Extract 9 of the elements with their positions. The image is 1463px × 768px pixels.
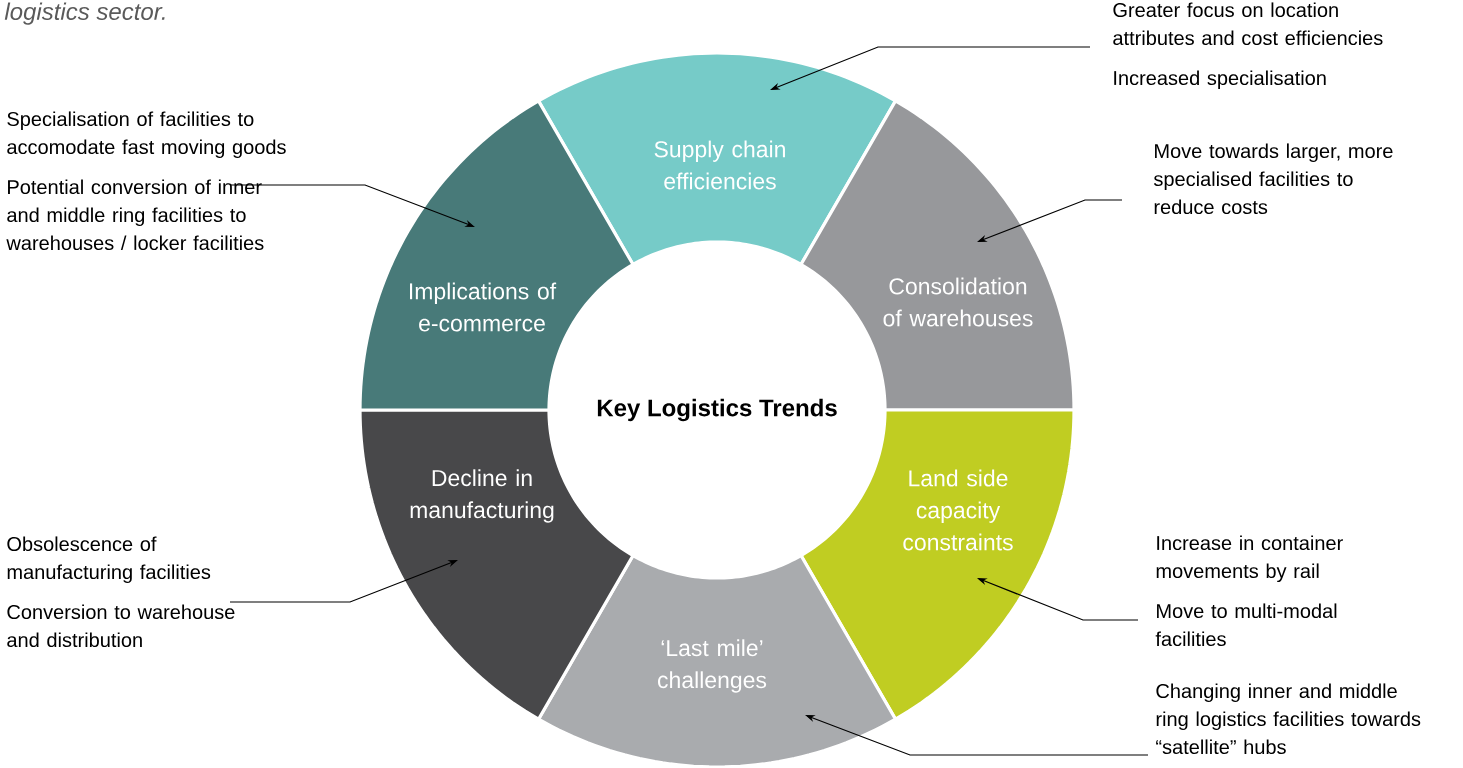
ring-segment: Supply chain efficiencies	[536, 51, 898, 267]
annotation-text: Increase in container movements by rail Move to multi-modal facilities	[1155, 535, 1343, 647]
annotation-text: Changing inner and middle ring logistics facilities towards “satellite” hubs	[1156, 683, 1421, 755]
annotation-text: Specialisation of facilities to accomodate fast moving goods Potential conversion of inner and middle ring facilities to warehouses / locker facilities	[6, 111, 286, 251]
ring-segment: ‘Last mile’ challenges	[536, 553, 898, 768]
annotation-text: Greater focus on location attributes and cost efficiencies Increased specialisation	[1113, 2, 1383, 90]
annotation-text: Obsolescence of manufacturing facilities Conversion to warehouse and distribution	[7, 536, 235, 648]
heading-text: logistics sector.	[4, 2, 165, 25]
annotation-text: Move towards larger, more specialised facilities to reduce costs	[1153, 143, 1393, 215]
